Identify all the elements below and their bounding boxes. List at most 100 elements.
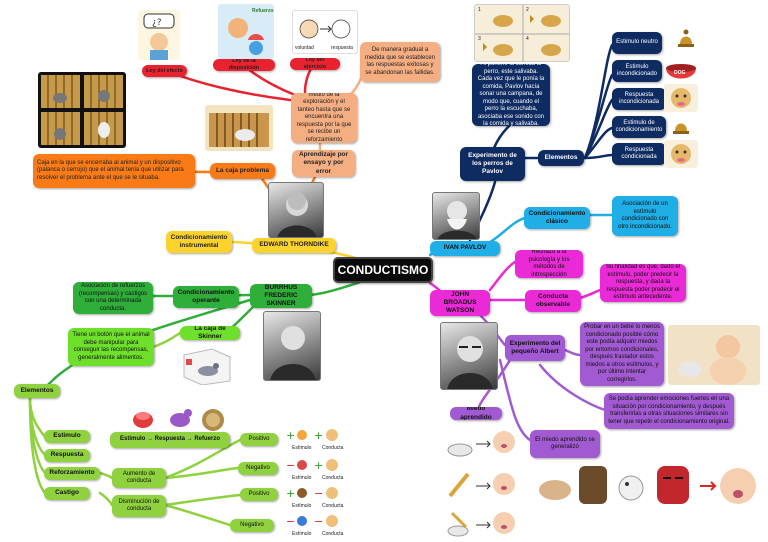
skinner-asociacion: Asociación de refuerzos (recompensas) y … — [73, 282, 153, 314]
skinner-name[interactable]: BURRHUS FREDERIC SKINNER — [250, 284, 312, 308]
watson-transfer: Se podía aprender emociones fuertes en u… — [604, 393, 734, 429]
skinner-aumento-positivo[interactable]: Positivo — [240, 433, 278, 446]
thorndike-portrait — [268, 182, 324, 238]
skinner-caja-desc: Tiene un botón que el animal debe manipu… — [68, 328, 154, 366]
dog-bowl-icon: DOG — [664, 60, 698, 82]
castigo-negativo-icons: − − Estímulo Conducta — [284, 512, 346, 538]
skinner-item-estimulo[interactable]: Estimulo — [44, 430, 90, 443]
thorndike-ley-disposicion[interactable]: Ley de la disposición — [213, 59, 275, 71]
conditioned-dog-icon — [664, 140, 698, 168]
mini-conducta-4: Conducta — [322, 531, 344, 537]
salivating-dog-icon — [664, 84, 698, 112]
watson-albert[interactable]: Experimento del pequeño Albert — [505, 335, 565, 361]
thorndike-name[interactable]: EDWARD THORNDIKE — [252, 238, 336, 253]
panel-2-label: 2 — [526, 7, 529, 13]
mini-estimulo-3: Estímulo — [292, 503, 312, 509]
svg-text:−: − — [286, 515, 295, 528]
thorndike-caja-desc: Caja en la que se encerraba al animal y … — [33, 154, 195, 188]
panel-4-label: 4 — [526, 36, 529, 42]
skinner-elementos[interactable]: Elementos — [14, 384, 60, 398]
svg-text:−: − — [314, 487, 323, 500]
skinner-item-reforzamiento[interactable]: Reforzamiento — [44, 467, 100, 480]
pavlov-dog-panels: 1 2 3 4 — [474, 4, 570, 62]
mini-conducta-2: Conducta — [322, 475, 344, 481]
panel-3-label: 3 — [478, 36, 481, 42]
svg-text:+: + — [286, 429, 295, 442]
skinner-disminucion-positivo[interactable]: Positivo — [240, 488, 278, 501]
pavlov-item-incondicionado[interactable]: Estimulo incondicionado — [612, 60, 662, 82]
confused-character-image: ¿? — [138, 10, 180, 60]
skinner-cadena: Estimulo → Respuesta → Refuerzo — [110, 432, 230, 448]
stimulus-response-icons — [128, 404, 228, 432]
thorndike-ensayo-error[interactable]: Aprendizaje por ensayo y por error — [292, 150, 355, 177]
skinner-operante[interactable]: Condicionamiento operante — [173, 286, 239, 308]
skinner-caja[interactable]: La caja de Skinner — [180, 326, 240, 340]
mini-conducta-3: Conducta — [322, 503, 344, 509]
scared-baby-image — [698, 462, 760, 510]
watson-albert-desc: Probar en un bebé lo menos condicionado … — [580, 322, 664, 386]
thorndike-aprendizaje-desc: Aprendizaje por medio de la exploración … — [291, 93, 357, 143]
baby-rat-row-2 — [442, 466, 522, 502]
thorndike-ley-ejercicio[interactable]: Ley del ejercicio — [290, 58, 340, 70]
pavlov-item-condicionamiento[interactable]: Estimulo de condicionamiento — [612, 116, 666, 138]
skinner-box-pigeon-image — [178, 345, 234, 385]
watson-observable[interactable]: Conducta observable — [525, 290, 581, 312]
pavlov-experimento-desc: Al ponerle la comida al perro, este sali… — [472, 64, 550, 126]
skinner-disminucion[interactable]: Disminución de conducta — [112, 495, 166, 517]
pavlov-clasico-desc: Asociación de un estímulo condicionado c… — [612, 196, 678, 236]
puzzle-box-image — [205, 105, 273, 151]
watson-rechazo: Rechazó a la psicología y los métodos de… — [515, 250, 583, 278]
baby-rat-row-3 — [442, 505, 522, 541]
refuerzo-positivo-icons: + + Estímulo Conducta — [284, 426, 346, 452]
watson-name[interactable]: JOHN BROADUS WATSON — [430, 290, 490, 316]
watson-miedo[interactable]: Miedo aprendido — [450, 407, 502, 420]
svg-text:¿?: ¿? — [152, 18, 162, 28]
svg-text:−: − — [286, 459, 295, 472]
castigo-positivo-icons: + − Estímulo Conducta — [284, 484, 346, 510]
pavlov-clasico[interactable]: Condicionamiento clásico — [524, 207, 590, 229]
skinner-aumento[interactable]: Aumento de conducta — [112, 468, 166, 488]
pavlov-item-respuesta-condicionada[interactable]: Respuesta condicionada — [612, 143, 666, 165]
mini-estimulo-4: Estímulo — [292, 531, 312, 537]
bell-icon-2 — [670, 114, 692, 138]
cat-puzzle-box-grid — [38, 72, 126, 148]
svg-text:−: − — [314, 515, 323, 528]
skinner-aumento-negativo[interactable]: Negativo — [238, 462, 278, 475]
thorndike-ley-efecto[interactable]: Ley del efecto — [142, 65, 187, 77]
reward-character-image: Refuerzo — [218, 4, 274, 59]
mini-estimulo-1: Estímulo — [292, 445, 312, 451]
mini-estimulo-2: Estímulo — [292, 475, 312, 481]
svg-text:+: + — [314, 429, 323, 442]
watson-observable-desc: Su finalidad es que, dado el estímulo, p… — [600, 264, 686, 302]
thorndike-instrumental[interactable]: Condicionamiento instrumental — [166, 231, 232, 253]
skinner-disminucion-negativo[interactable]: Negativo — [230, 519, 274, 532]
dog-bowl-label: DOG — [674, 70, 686, 76]
watson-portrait — [440, 322, 498, 390]
thorndike-gradual: De manera gradual a medida que se establ… — [360, 42, 440, 82]
exercise-faces-image: voluntad respuesta — [292, 10, 358, 54]
panel-1-label: 1 — [478, 7, 481, 13]
mini-conducta-1: Conducta — [322, 445, 344, 451]
refuerzo-negativo-icons: − + Estímulo Conducta — [284, 456, 346, 482]
watson-miedo-desc: El miedo aprendido se generalizó — [530, 430, 600, 458]
albert-baby-image — [668, 325, 760, 385]
bell-icon — [674, 26, 698, 52]
thorndike-caja-problema[interactable]: La caja problema — [210, 163, 275, 179]
pavlov-elementos[interactable]: Elementos — [538, 150, 584, 166]
baby-rat-row-1 — [442, 424, 522, 460]
refuerzo-caption: Refuerzo — [252, 8, 274, 14]
skinner-portrait — [263, 311, 321, 381]
pavlov-name[interactable]: IVAN PAVLOV — [430, 241, 500, 256]
pavlov-portrait — [432, 192, 480, 240]
pavlov-experimento[interactable]: Experimento de los perros de Pavlov — [460, 147, 525, 181]
pavlov-item-neutro[interactable]: Estimulo neutro — [612, 32, 662, 54]
generalized-fear-stimuli — [535, 462, 695, 506]
pavlov-item-respuesta-incondicionada[interactable]: Respuesta incondicionada — [612, 88, 666, 110]
svg-text:+: + — [286, 487, 295, 500]
svg-text:+: + — [314, 459, 323, 472]
respuesta-caption: respuesta — [331, 45, 353, 51]
skinner-item-castigo[interactable]: Castigo — [44, 487, 90, 500]
central-topic[interactable]: CONDUCTISMO — [333, 257, 433, 283]
skinner-item-respuesta[interactable]: Respuesta — [44, 449, 90, 462]
voluntad-caption: voluntad — [295, 45, 314, 51]
